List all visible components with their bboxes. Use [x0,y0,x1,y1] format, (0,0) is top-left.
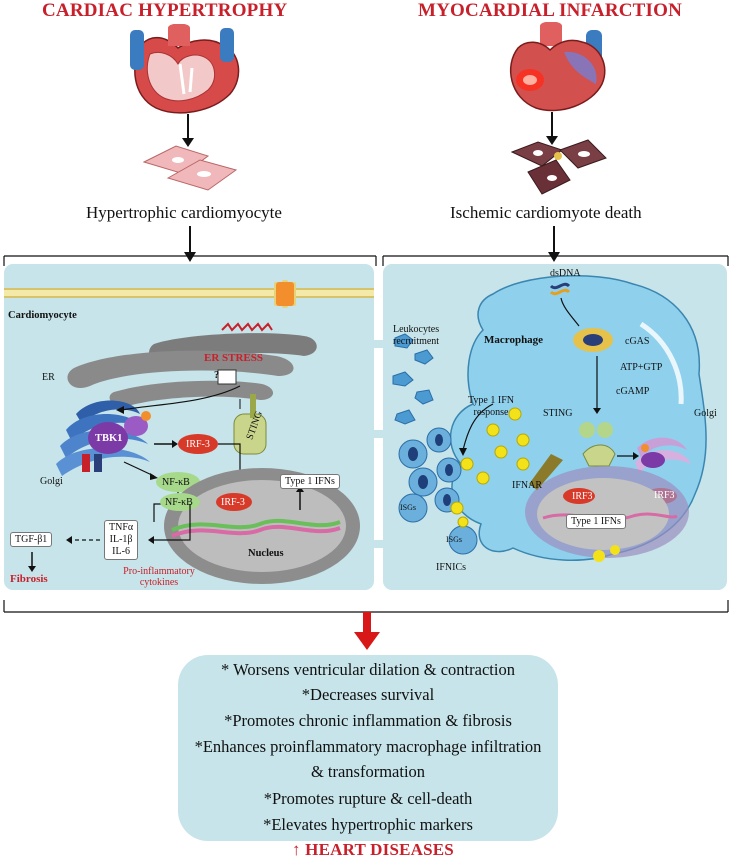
leukocytes-label: Leukocytes recruitment [393,324,440,347]
left-title: CARDIAC HYPERTROPHY [42,0,288,21]
outcome-3: *Promotes chronic inflammation & fibrosi… [224,711,512,730]
isgs-label-2: ISGs [446,535,463,544]
ifn-response-label: Type 1 IFN response [468,395,514,418]
cytokine-il6: IL-6 [112,546,130,557]
irf3-label-left: IRF-3 [186,439,210,450]
right-title: MYOCARDIAL INFARCTION [418,0,683,21]
irf3-nucleus-label-left: IRF-3 [221,497,245,508]
heart-to-cell-arrow-right [546,112,558,145]
nucleus-label: Nucleus [248,548,284,559]
cytokine-box: TNFα IL-1β IL-6 [104,520,139,560]
bottom-bracket-and-arrow [3,600,729,650]
outcome-1: * Worsens ventricular dilation & contrac… [221,660,515,679]
cytokine-il1b: IL-1β [109,534,133,545]
right-caption: Ischemic cardiomyote death [450,203,642,222]
outcome-2: *Decreases survival [301,685,435,704]
macrophage-pathway-diagram [392,274,707,562]
isgs-label-1: ISGs [400,503,417,512]
outcome-7: *Elevates hypertrophic markers [263,815,473,834]
ifnics-label: IFNICs [436,562,467,573]
er-stress-label: ER STRESS [204,352,264,364]
cardiomyocyte-pathway-diagram [4,280,374,584]
dsdna-label: dsDNA [550,268,581,279]
ifnar-label: IFNAR [512,480,543,491]
irf3-nucleus-label-right: IRF3 [572,491,593,502]
heart-to-cell-arrow-left [182,114,194,147]
fibrosis-label: Fibrosis [10,573,48,585]
outcome-5: & transformation [310,762,426,781]
macrophage-label: Macrophage [484,334,544,346]
question-mark: ? [214,370,220,381]
er-label: ER [42,372,55,383]
golgi-label-right: Golgi [694,408,717,419]
irf3-label-right: IRF3 [654,490,675,501]
cytokine-tnfa: TNFα [109,522,134,533]
tgf-beta1-box: TGF-β1 [10,532,53,547]
sting-label-right: STING [543,408,573,419]
hypertrophic-cardiomyocyte-illustration [142,145,238,191]
nfkb-label: NF-κB [162,477,190,488]
cardiomyocyte-label: Cardiomyocyte [8,310,77,321]
proinflammatory-label: Pro-inflammatory cytokines [123,566,195,588]
tbk1-label: TBK1 [95,433,123,444]
panel-connector-strips [374,340,384,548]
top-bracket-lines [3,226,729,266]
ischemic-cardiomyocyte-illustration [510,139,607,195]
type1-ifns-left: Type 1 IFNs [280,474,340,489]
outcome-box [178,655,558,841]
nfkb-nucleus-label: NF-κB [165,497,193,508]
atp-gtp-label: ATP+GTP [620,362,663,373]
golgi-label-left: Golgi [40,476,63,487]
hypertrophic-heart-illustration [130,24,240,114]
cgamp-label: cGAMP [616,386,650,397]
infarcted-heart-illustration [510,22,606,112]
type1-ifns-right: Type 1 IFNs [566,514,626,529]
outcome-6: *Promotes rupture & cell-death [263,789,473,808]
cgas-label: cGAS [625,336,650,347]
left-caption: Hypertrophic cardiomyocyte [86,203,282,222]
heart-diseases-footer: ↑ HEART DISEASES [292,840,454,859]
outcome-4: *Enhances proinflammatory macrophage inf… [194,737,542,756]
